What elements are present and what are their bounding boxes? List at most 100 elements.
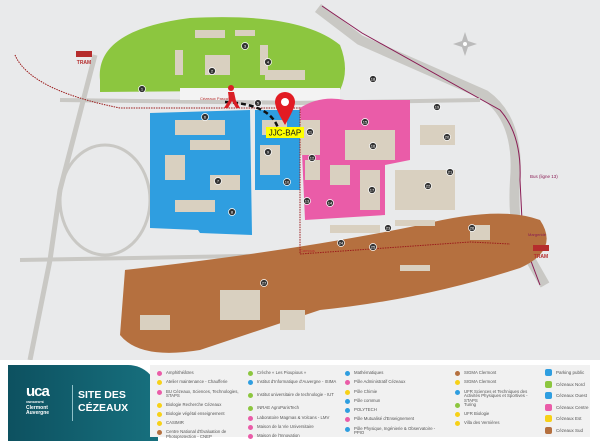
zone-legend-item: Cézeaux Centre [545,402,589,414]
legend: uca UNIVERSITÉ Clermont Auvergne SITE DE… [0,362,600,448]
legend-label: Amphithéâtres [166,370,194,375]
building-marker[interactable] [361,118,369,126]
legend-item: BU Cézeaux, Sciences, Technologies, STAP… [157,388,249,403]
parking-icon [545,369,552,377]
building-marker[interactable] [228,208,236,216]
zone-label: Cézeaux Centre [556,404,589,410]
legend-marker-icon [455,380,460,386]
building-marker[interactable] [208,67,216,75]
bus-line [321,5,541,286]
road-boulevard [59,98,481,106]
building-marker[interactable] [214,177,222,185]
tram-line [14,54,511,255]
building-number: 4 [267,60,270,65]
legend-marker-icon [345,380,350,386]
legend-label: Pôle Mutualisé d'Enseignement [354,416,415,422]
building-marker[interactable] [369,142,377,150]
building-marker[interactable] [337,239,345,247]
legend-marker-icon [157,421,162,427]
compass-icon [453,32,477,56]
zone-label: Cézeaux Est [556,416,582,422]
building-number: 20 [445,135,450,140]
zone-label: Cézeaux Nord [556,381,585,387]
zone-legend-item: Cézeaux Est [545,413,589,425]
zone-legend-item: Cézeaux Ouest [545,390,589,402]
building-number: 11 [308,130,313,135]
building-number: 1 [141,87,144,92]
building-number: 25 [371,245,376,250]
building-marker[interactable] [264,148,272,156]
zone-swatch-icon [545,392,552,400]
legend-marker-icon [248,424,253,430]
legend-item: Turing [455,401,540,412]
building-marker[interactable] [308,154,316,162]
building-marker[interactable] [369,75,377,83]
legend-label: Turing [464,401,477,407]
legend-label: SIGMA Clermont [464,379,497,385]
building-marker[interactable] [368,186,376,194]
legend-label: Institut universitaire de technologie - … [257,392,334,398]
legend-marker-icon [345,371,350,376]
legend-item: UFR Biologie [455,411,540,421]
legend-label: Laboratoire Magmas & Volcans - LMV [257,414,330,420]
building-marker[interactable] [254,99,262,107]
legend-label: BU Cézeaux, Sciences, Technologies, STAP… [166,388,239,399]
divider [72,385,73,421]
legend-marker-icon [455,371,460,376]
legend-label: Institut d'Informatique d'Auvergne - ISI… [257,379,337,385]
location-pin-icon [275,92,295,125]
legend-marker-icon [345,408,350,414]
building-marker[interactable] [443,133,451,141]
campus-map[interactable]: JJC-BAP TRAM TRAM Bus (ligne 13) Cézeaux… [0,0,600,361]
tram-icon-east [533,245,549,251]
legend-item: INRAE AgroParisTech [248,406,340,415]
building-marker[interactable] [303,197,311,205]
building-marker[interactable] [241,42,249,50]
legend-item: Centre National d'Évaluation de Photopro… [157,430,249,443]
building-marker[interactable] [446,168,454,176]
legend-item: Pôle Physique, Ingénierie & Observatoire… [345,425,437,440]
building-number: 13 [305,199,310,204]
legend-label: Pôle Chimie [354,388,378,394]
legend-item: SIGMA Clermont [455,370,540,380]
building-marker[interactable] [264,58,272,66]
legend-label: Biologie végétal enseignement [166,410,225,416]
building-number: 5 [257,101,260,106]
building-number: 8 [231,210,234,215]
legend-marker-icon [345,389,350,395]
legend-item: UFR Sciences et Techniques des Activités… [455,389,540,403]
legend-marker-icon [248,393,253,399]
zone-label: Cézeaux Ouest [556,393,588,399]
tram-stop-west: Cézeaux Pascal [200,96,229,101]
building-marker[interactable] [326,199,334,207]
building-marker[interactable] [138,85,146,93]
building-marker[interactable] [283,178,291,186]
buildings [140,30,490,330]
legend-marker-icon [455,402,460,408]
legend-label: Pôle commun [354,397,381,403]
legend-label: Biologie Recherche Cézeaux [166,401,222,407]
building-number: 3 [244,44,247,49]
legend-label: CASIMIR [166,420,184,426]
building-marker[interactable] [424,182,432,190]
destination-label-bg [266,127,304,138]
legend-marker-icon [157,380,162,386]
building-marker[interactable] [201,113,209,121]
legend-item: Institut d'Informatique d'Auvergne - ISI… [248,380,340,393]
legend-label: Pôle Physique, Ingénierie & Observatoire… [354,425,436,436]
legend-label: POLYTECH [354,407,377,413]
legend-item: Biologie végétal enseignement [157,410,249,421]
building-marker[interactable] [306,128,314,136]
building-marker[interactable] [369,243,377,251]
building-marker[interactable] [260,279,268,287]
building-marker[interactable] [468,224,476,232]
building-marker[interactable] [433,103,441,111]
parking-strip [180,88,340,100]
building-number: 7 [217,179,220,184]
building-marker[interactable] [384,224,392,232]
building-number: 26 [470,226,475,231]
